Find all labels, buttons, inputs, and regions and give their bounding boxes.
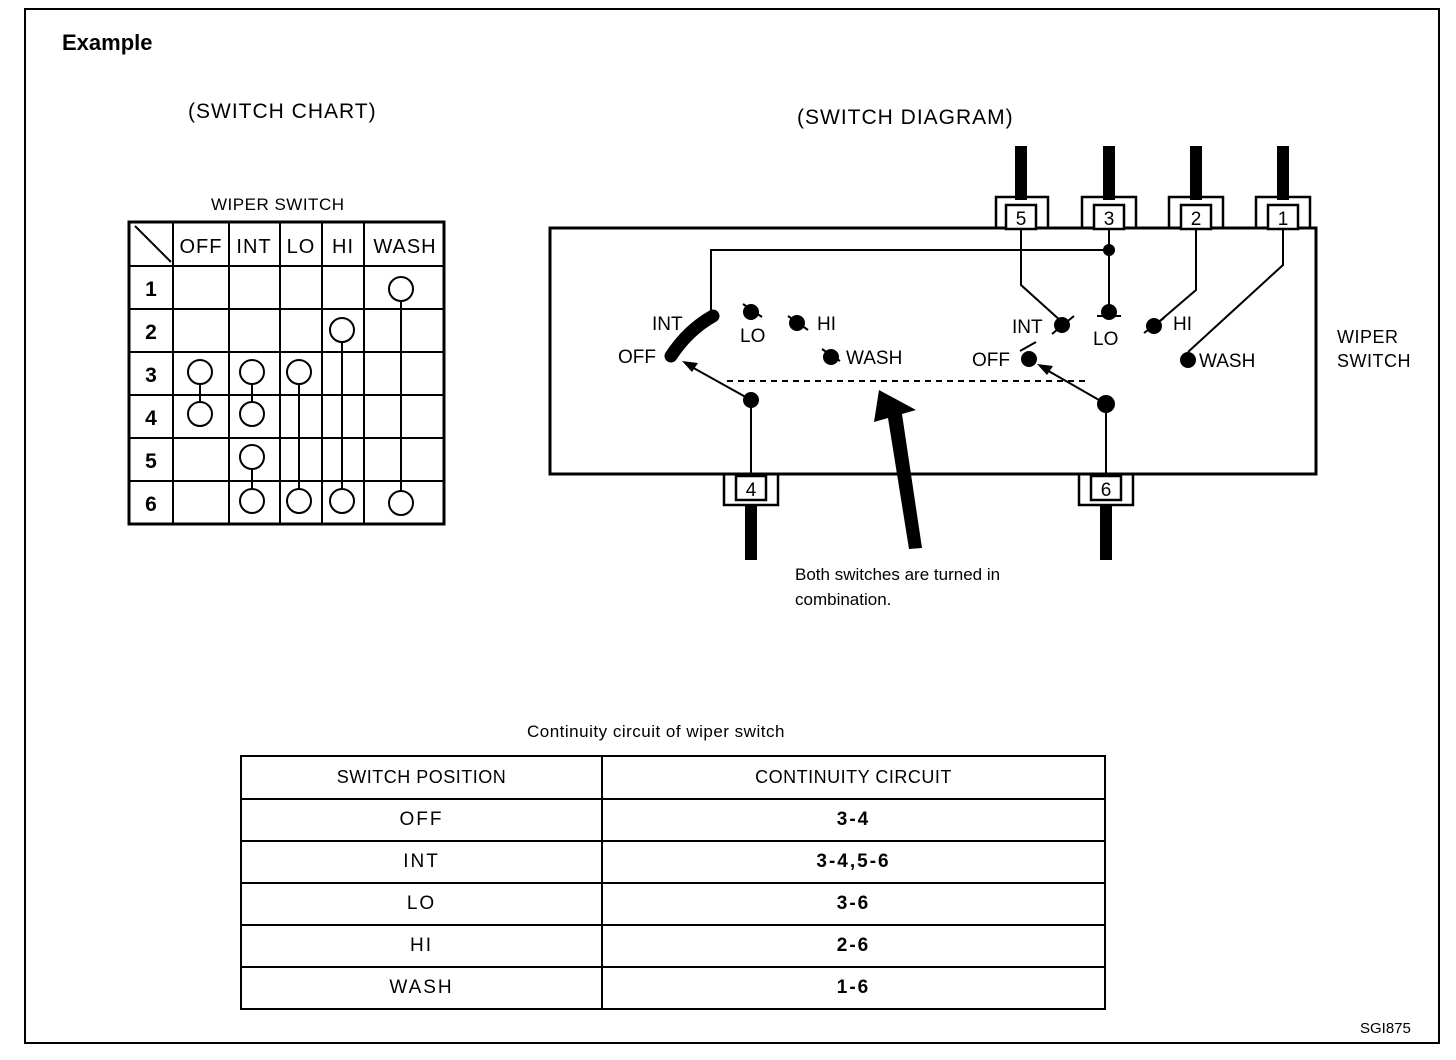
col-header-off: OFF	[180, 236, 223, 258]
right-wash-label: WASH	[1199, 351, 1255, 372]
row-position: WASH	[240, 966, 603, 1010]
wiper-switch-label-line2: SWITCH	[1337, 351, 1411, 371]
right-int-label: INT	[1012, 317, 1043, 338]
terminal-3-label: 3	[1104, 209, 1115, 230]
figure-code: SGI875	[1360, 1020, 1411, 1037]
wiper-switch-label-line1: WIPER	[1337, 327, 1399, 347]
continuity-table: SWITCH POSITION CONTINUITY CIRCUIT OFF 3…	[240, 755, 1106, 1010]
terminal-4-label: 4	[746, 480, 757, 501]
right-lo-label: LO	[1093, 329, 1118, 350]
table-row: OFF 3-4	[240, 798, 1106, 842]
col-header-lo: LO	[287, 236, 316, 258]
top-connectors	[994, 195, 1312, 231]
contact-circle-int-3	[239, 359, 265, 385]
table-row: INT 3-4,5-6	[240, 840, 1106, 884]
left-switch	[664, 303, 841, 408]
internal-wiring	[710, 229, 1284, 474]
contact-circle-int-4	[239, 401, 265, 427]
col-header-int: INT	[236, 236, 271, 258]
annotation-line2: combination.	[795, 590, 892, 609]
switch-diagram-heading: (SWITCH DIAGRAM)	[797, 106, 1014, 129]
row-circuit: 1-6	[601, 966, 1106, 1010]
row-label-5: 5	[145, 450, 157, 473]
row-label-4: 4	[145, 407, 157, 430]
switch-chart-grid	[127, 220, 446, 526]
switch-housing	[548, 226, 1318, 476]
left-lo-label: LO	[740, 326, 765, 347]
bottom-harness-wires	[745, 505, 1112, 560]
contact-circle-wash-1	[388, 276, 414, 302]
top-harness-wires	[1015, 146, 1289, 200]
combination-arrow	[874, 390, 922, 549]
terminal-5-label: 5	[1016, 209, 1027, 230]
terminal-6	[1089, 474, 1123, 502]
row-position: OFF	[240, 798, 603, 842]
corner-diagonal	[134, 225, 172, 263]
row-circuit: 3-6	[601, 882, 1106, 926]
row-circuit: 3-4	[601, 798, 1106, 842]
continuity-table-title: Continuity circuit of wiper switch	[527, 722, 785, 741]
continuity-links	[187, 276, 414, 516]
right-hi-label: HI	[1173, 314, 1192, 335]
switch-chart-heading: (SWITCH CHART)	[188, 100, 377, 123]
contact-circle-off-4	[187, 401, 213, 427]
row-position: HI	[240, 924, 603, 968]
terminal-2-label: 2	[1191, 209, 1202, 230]
contact-circle-off-3	[187, 359, 213, 385]
contact-circle-hi-2	[329, 317, 355, 343]
right-off-label: OFF	[972, 350, 1010, 371]
contact-circle-wash-6	[388, 490, 414, 516]
terminal-4	[734, 474, 768, 502]
col-header-hi: HI	[332, 236, 354, 258]
table-row: WASH 1-6	[240, 966, 1106, 1010]
table-row: LO 3-6	[240, 882, 1106, 926]
table-header-row: SWITCH POSITION CONTINUITY CIRCUIT	[240, 755, 1106, 800]
contact-circle-int-5	[239, 444, 265, 470]
row-circuit: 3-4,5-6	[601, 840, 1106, 884]
left-wash-label: WASH	[846, 348, 902, 369]
terminal-6-label: 6	[1101, 480, 1112, 501]
row-label-2: 2	[145, 321, 157, 344]
table-row: HI 2-6	[240, 924, 1106, 968]
header-switch-position: SWITCH POSITION	[240, 755, 603, 800]
switch-chart-title: WIPER SWITCH	[211, 195, 345, 214]
bottom-connectors	[722, 474, 1135, 507]
left-off-label: OFF	[618, 347, 656, 368]
contact-circle-hi-6	[329, 488, 355, 514]
annotation-line1: Both switches are turned in	[795, 565, 1001, 584]
row-position: INT	[240, 840, 603, 884]
row-label-1: 1	[145, 278, 157, 301]
figure-frame	[24, 8, 1440, 1044]
contact-circle-lo-3	[286, 359, 312, 385]
row-label-6: 6	[145, 493, 157, 516]
example-label: Example	[62, 30, 153, 55]
contact-circle-int-6	[239, 488, 265, 514]
contact-circle-lo-6	[286, 488, 312, 514]
row-label-3: 3	[145, 364, 157, 387]
terminal-1-label: 1	[1278, 209, 1289, 230]
left-hi-label: HI	[817, 314, 836, 335]
left-int-label: INT	[652, 314, 683, 335]
row-position: LO	[240, 882, 603, 926]
col-header-wash: WASH	[373, 236, 436, 258]
row-circuit: 2-6	[601, 924, 1106, 968]
header-continuity-circuit: CONTINUITY CIRCUIT	[601, 755, 1106, 800]
right-switch	[1019, 244, 1196, 413]
